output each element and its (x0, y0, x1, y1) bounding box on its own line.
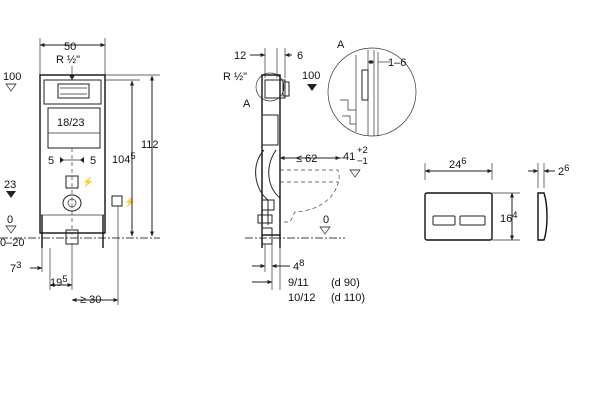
toilet-bowl (280, 169, 340, 223)
pipe-d110-value: 10/12 (288, 292, 316, 304)
pipe-offset-label: 48 (293, 258, 304, 273)
level-inlet-label: 23 (4, 179, 16, 191)
side-dim-12: 12 (234, 50, 246, 62)
side-level-top-label: 100 (302, 70, 320, 82)
detail-a-circle (327, 47, 417, 137)
side-dim-6: 6 (297, 50, 303, 62)
plate-width-label: 246 (449, 156, 467, 171)
leg-spacing-label: 195 (50, 274, 68, 289)
height-inner-label: 1045 (112, 151, 136, 166)
flush-plate-view: 246 164 26 (424, 156, 569, 241)
offset-left-label: 5 (48, 155, 54, 167)
level-zero-label: 0 (7, 214, 13, 226)
floor-range-label: 0–20 (0, 237, 24, 249)
svg-text:⚡: ⚡ (124, 196, 136, 208)
side-view: 12 6 R ½" 100 A ≤ 62 41 +2 −1 0 (223, 48, 368, 304)
cistern (47, 107, 101, 149)
side-level-zero-label: 0 (323, 214, 329, 226)
connection-label: R ½" (56, 54, 80, 66)
min-wall-label: ≥ 30 (80, 294, 101, 306)
pipe-d90-value: 9/11 (288, 277, 309, 289)
wall-range-label: 1–6 (388, 57, 406, 69)
plate-size-label: 18/23 (57, 117, 85, 129)
svg-text:⚡: ⚡ (82, 176, 94, 188)
detail-marker: A (337, 39, 345, 51)
frame-outline (39, 74, 106, 234)
waste-outlet (62, 194, 82, 212)
side-connection-label: R ½" (223, 71, 247, 83)
leg-offset-label: 73 (10, 260, 21, 275)
level-top-label: 100 (3, 71, 21, 83)
bowl-tol-plus: +2 (357, 145, 368, 156)
plate-depth-label: 26 (558, 163, 569, 178)
bowl-tol-minus: −1 (357, 156, 368, 167)
plate-side-profile (537, 192, 548, 241)
pipe-d90-label: (d 90) (331, 277, 360, 289)
flush-button-small (432, 215, 456, 226)
front-view: 50 R ½" 18/23 5 5 ⚡ ⚡ (0, 38, 160, 306)
plate-height-label: 164 (500, 210, 518, 225)
detail-circle (255, 72, 285, 102)
side-detail-marker: A (243, 98, 251, 110)
bowl-height-label: 41 (343, 151, 355, 163)
flush-plate (424, 192, 493, 241)
pipe-d110-label: (d 110) (331, 292, 365, 304)
detail-a: A 1–6 (327, 39, 417, 137)
flush-button-large (459, 215, 486, 226)
height-total-label: 112 (141, 139, 159, 151)
width-label: 50 (64, 41, 76, 53)
depth-label: ≤ 62 (296, 153, 317, 165)
offset-right-label: 5 (90, 155, 96, 167)
side-frame (261, 74, 281, 236)
